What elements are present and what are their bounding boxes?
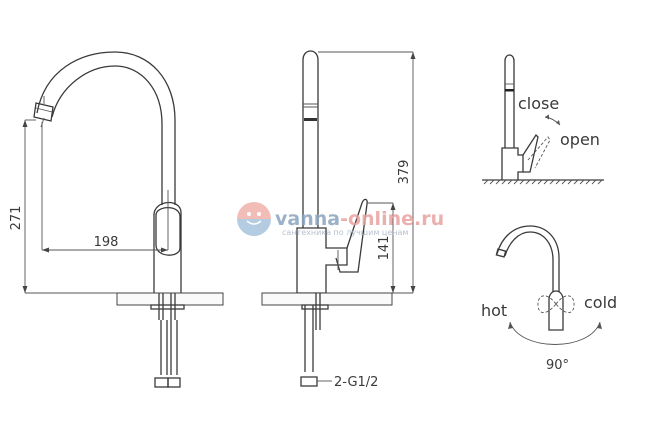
- hc-body: [548, 290, 564, 331]
- oc-lever-open: [527, 136, 551, 169]
- hot-cold-diagram: hot cold 90°: [481, 225, 617, 373]
- dim-reach-198: 198: [94, 235, 119, 250]
- side-countertop: [261, 292, 393, 306]
- label-open: open: [560, 130, 600, 149]
- connection-label: 2-G1/2: [334, 375, 378, 390]
- hc-spout-inner: [504, 231, 554, 292]
- dim-height-271: 271: [9, 206, 24, 231]
- dim-lever-height-141: 141: [377, 236, 392, 261]
- hc-lever-hot: [537, 295, 557, 313]
- aerator: [33, 102, 54, 122]
- svg-text:vanna-online.ru: vanna-online.ru: [275, 208, 444, 230]
- hc-lever-cold: [555, 295, 575, 313]
- watermark-brand-2: -online.ru: [340, 208, 444, 230]
- oc-body: [501, 147, 524, 180]
- label-close: close: [518, 94, 559, 113]
- faucet-body: [153, 201, 182, 293]
- dim-total-height-379: 379: [397, 160, 412, 185]
- side-body: [296, 227, 348, 294]
- label-hot: hot: [481, 301, 507, 320]
- oc-spout: [504, 54, 515, 148]
- spout-outer: [36, 51, 176, 205]
- watermark-logo-icon: [237, 202, 271, 236]
- side-spout: [302, 50, 319, 228]
- countertop: [116, 292, 224, 306]
- watermark-tagline: сантехника по лучшим ценам: [282, 228, 408, 237]
- oc-lever-closed: [522, 133, 539, 173]
- watermark: vanna-online.ru сантехника по лучшим цен…: [237, 202, 444, 237]
- front-view: 271 198: [9, 51, 224, 388]
- label-cold: cold: [584, 293, 617, 312]
- lever-handle: [155, 206, 181, 256]
- side-view: 2-G1/2 379 141: [261, 50, 416, 390]
- label-angle: 90°: [546, 358, 569, 373]
- open-close-diagram: close open: [482, 54, 604, 185]
- hc-spout-outer: [496, 225, 560, 292]
- watermark-brand-1: vanna: [275, 208, 340, 230]
- spout-inner: [51, 65, 163, 205]
- hc-rotate-arrow-icon: [509, 321, 601, 345]
- side-lever: [335, 198, 368, 273]
